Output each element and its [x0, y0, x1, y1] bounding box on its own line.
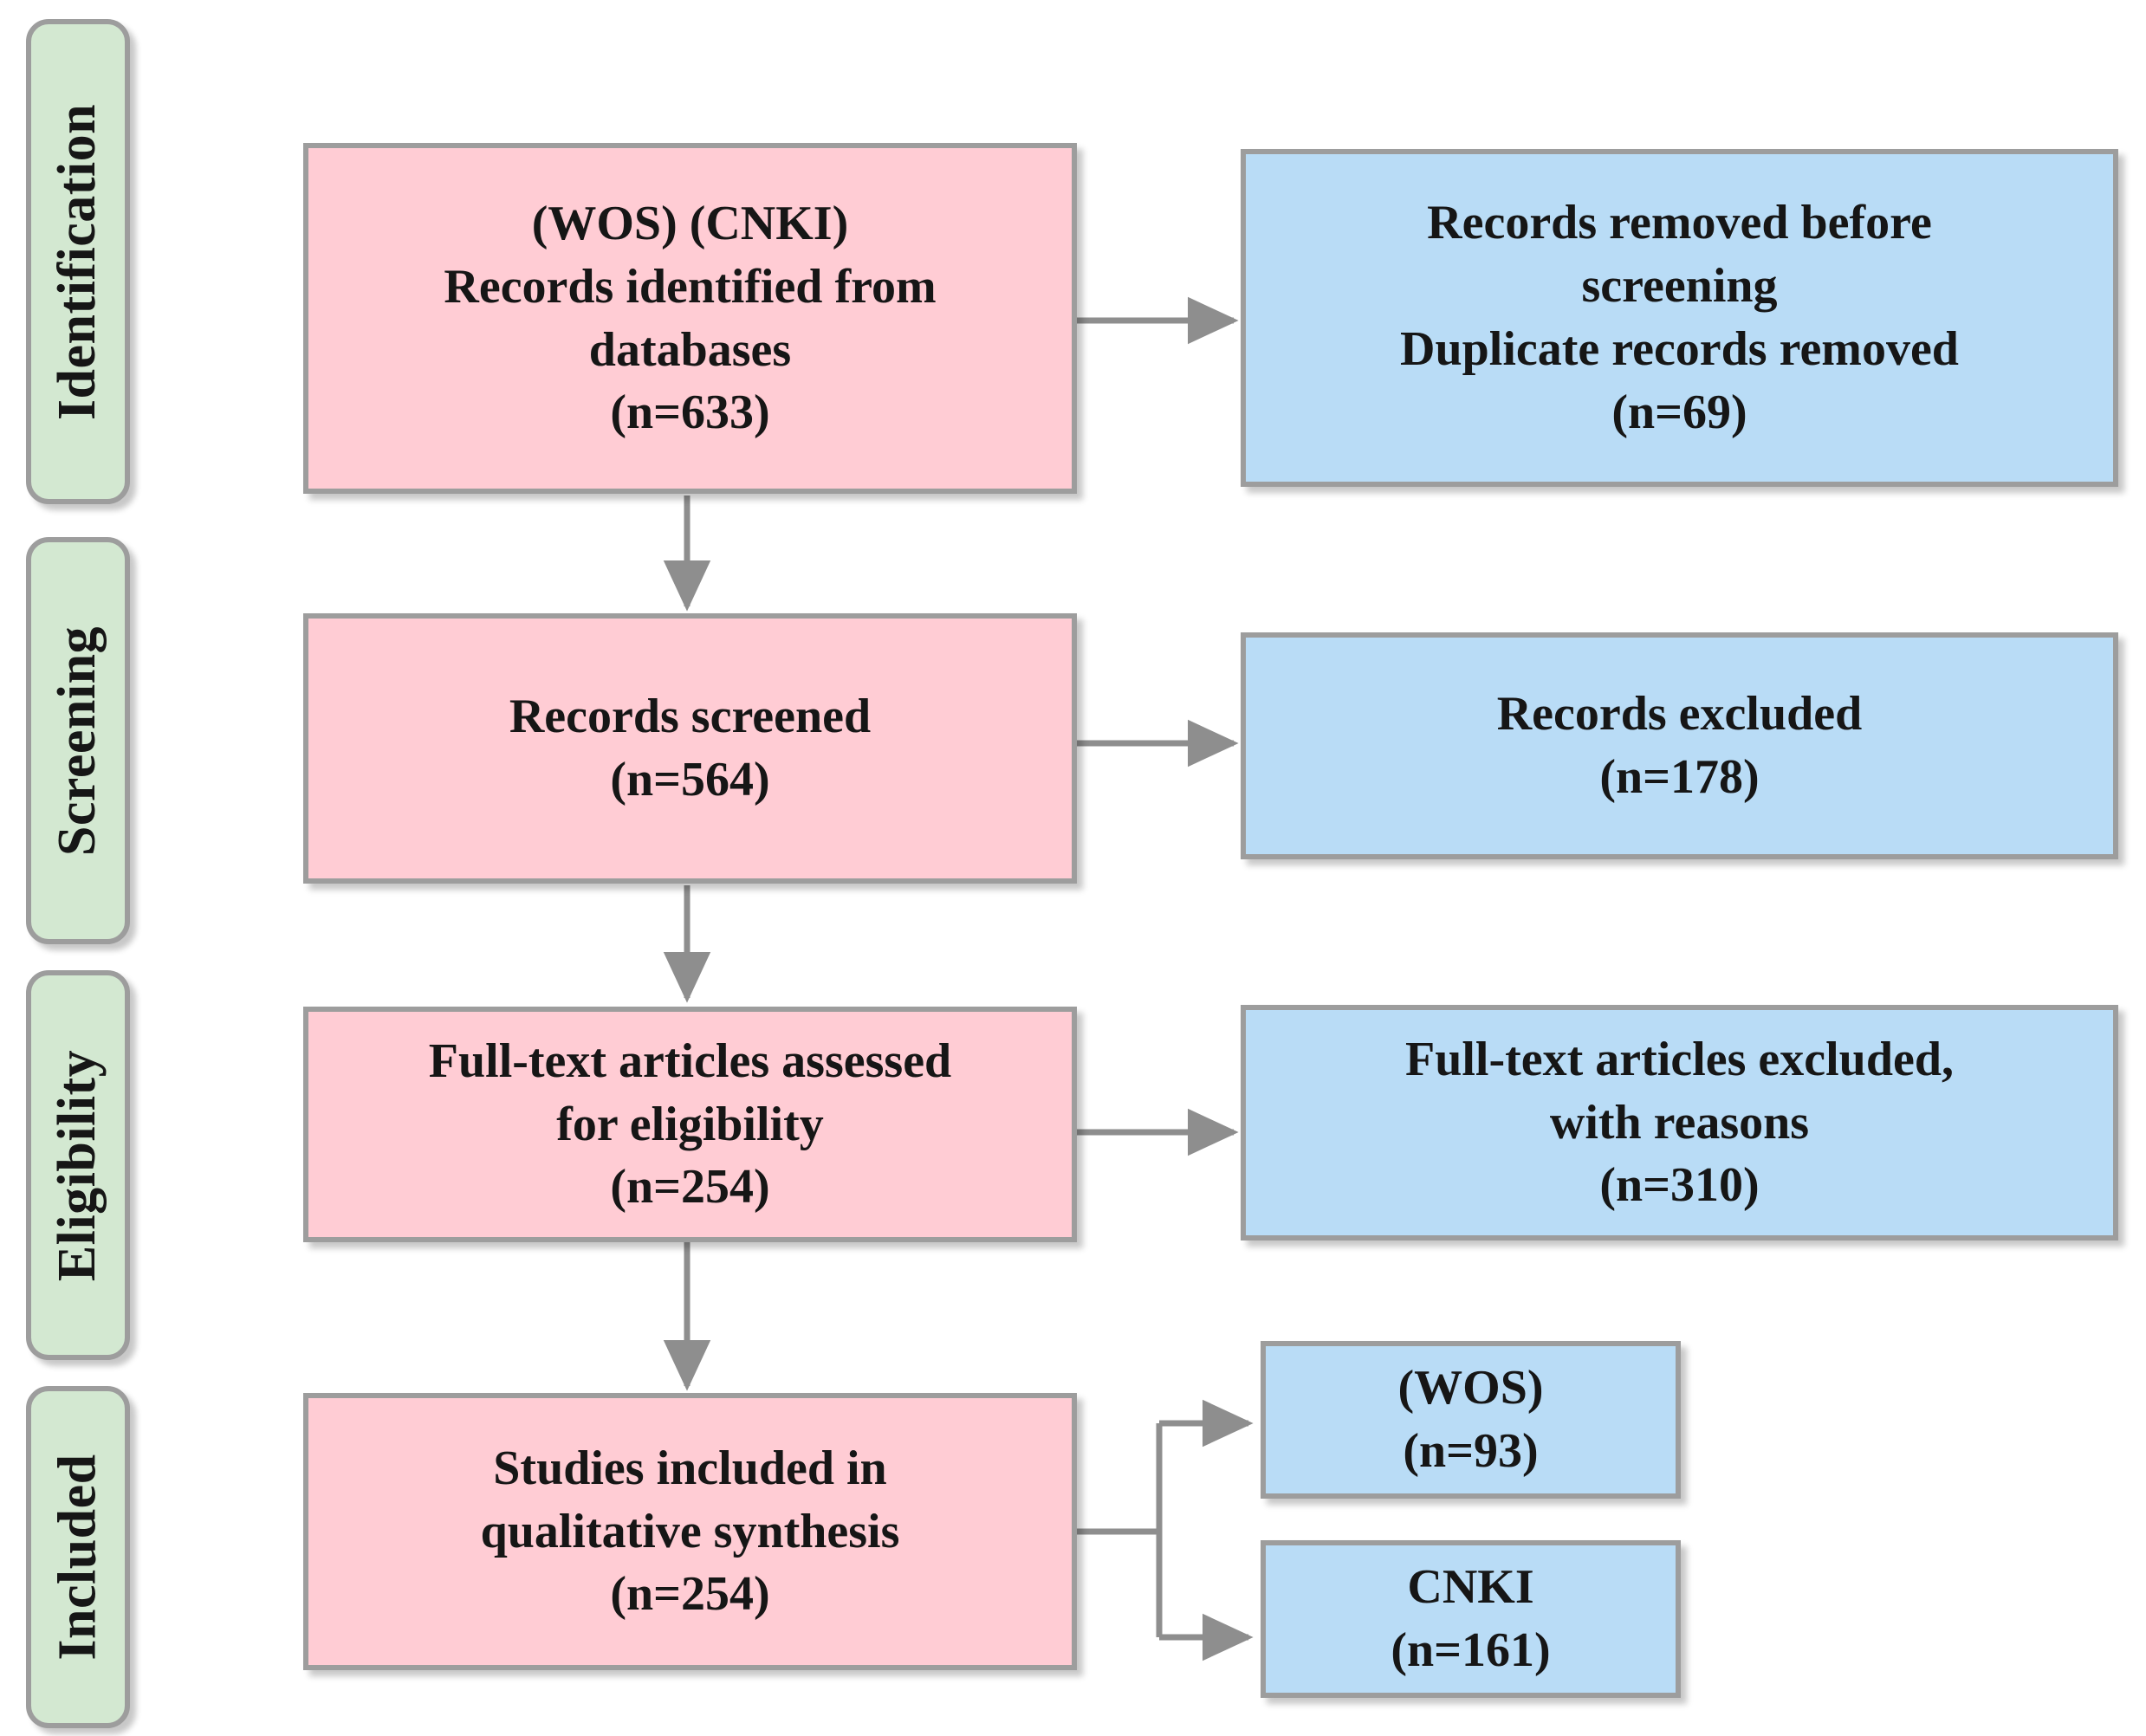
fulltext-excluded-line2: with reasons — [1549, 1095, 1810, 1150]
phase-label-identification: Identification — [26, 19, 130, 504]
box-fulltext-excluded: Full-text articles excluded, with reason… — [1241, 1005, 2118, 1240]
included-cnki-line1: CNKI — [1407, 1560, 1534, 1615]
box-included-wos: (WOS) (n=93) — [1261, 1341, 1681, 1499]
included-wos-line1: (WOS) — [1397, 1361, 1544, 1415]
phase-label-eligibility-text: Eligibility — [48, 1049, 107, 1281]
records-identified-line1: (WOS) (CNKI) — [531, 196, 849, 250]
phase-label-screening: Screening — [26, 537, 130, 944]
box-records-screened: Records screened (n=564) — [303, 613, 1077, 884]
records-excluded-line1: Records excluded — [1496, 687, 1863, 742]
records-removed-line1: Records removed before — [1427, 196, 1932, 250]
box-records-removed-before-screening: Records removed before screening Duplica… — [1241, 149, 2118, 487]
box-studies-included: Studies included in qualitative synthesi… — [303, 1393, 1077, 1670]
records-removed-count: (n=69) — [1611, 385, 1747, 439]
box-records-excluded: Records excluded (n=178) — [1241, 632, 2118, 859]
box-included-cnki: CNKI (n=161) — [1261, 1540, 1681, 1698]
records-screened-count: (n=564) — [610, 753, 770, 806]
records-identified-line2: Records identified from — [444, 259, 937, 314]
box-records-identified: (WOS) (CNKI) Records identified from dat… — [303, 143, 1077, 494]
studies-included-line2: qualitative synthesis — [480, 1504, 900, 1558]
arrow-included-split — [1077, 1399, 1254, 1662]
studies-included-line1: Studies included in — [493, 1441, 887, 1495]
fulltext-assessed-line1: Full-text articles assessed — [428, 1033, 952, 1088]
fulltext-excluded-line1: Full-text articles excluded, — [1405, 1032, 1954, 1086]
included-cnki-count: (n=161) — [1391, 1623, 1551, 1677]
fulltext-excluded-count: (n=310) — [1599, 1158, 1760, 1213]
studies-included-count: (n=254) — [610, 1567, 770, 1622]
phase-label-eligibility: Eligibility — [26, 970, 130, 1360]
fulltext-assessed-line2: for eligibility — [556, 1097, 824, 1151]
fulltext-assessed-count: (n=254) — [610, 1160, 770, 1215]
records-excluded-count: (n=178) — [1599, 750, 1760, 804]
phase-label-included: Included — [26, 1386, 130, 1728]
records-screened-line1: Records screened — [509, 690, 872, 744]
phase-label-screening-text: Screening — [48, 625, 107, 856]
included-wos-count: (n=93) — [1403, 1424, 1539, 1478]
records-removed-line2: screening — [1581, 259, 1778, 314]
records-identified-line3: databases — [588, 322, 792, 377]
phase-label-identification-text: Identification — [48, 103, 107, 420]
records-removed-line3: Duplicate records removed — [1400, 322, 1959, 376]
box-fulltext-assessed: Full-text articles assessed for eligibil… — [303, 1007, 1077, 1242]
phase-label-included-text: Included — [48, 1454, 107, 1661]
records-identified-count: (n=633) — [610, 385, 770, 440]
